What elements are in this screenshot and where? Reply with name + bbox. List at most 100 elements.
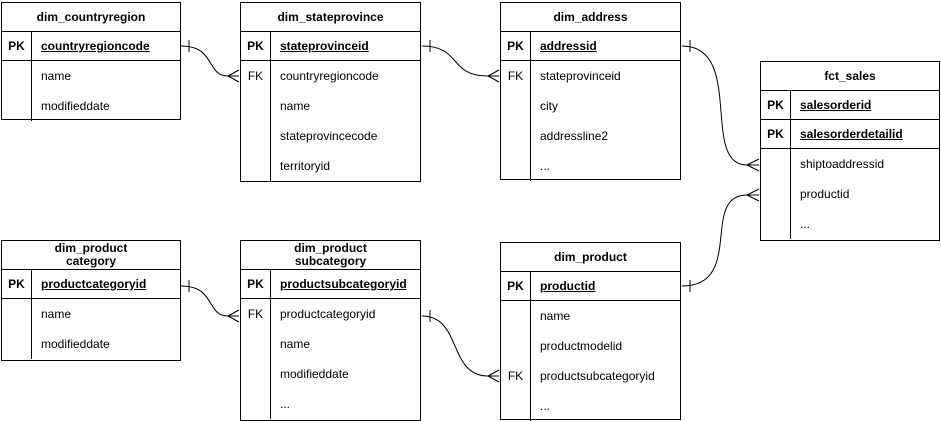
key-badge [241, 329, 271, 359]
table-row: PK salesorderid [761, 91, 939, 120]
field-name: addressline2 [540, 129, 609, 143]
table-row: ... [501, 391, 680, 421]
table-row: ... [241, 389, 420, 419]
field-name: addressid [540, 39, 597, 53]
field-name: shiptoaddressid [800, 157, 885, 171]
key-badge [761, 179, 791, 209]
table-title: fct_sales [761, 62, 939, 91]
crows-foot-icon [227, 69, 240, 83]
table-row: name [241, 329, 420, 359]
field-name: modifieddate [41, 99, 110, 113]
key-badge [241, 389, 271, 419]
field-name: productid [800, 187, 850, 201]
field-name: salesorderdetailid [800, 127, 903, 141]
field-name: modifieddate [41, 337, 110, 351]
table-row: PK productsubcategoryid [241, 270, 420, 299]
edge-curve [180, 45, 229, 77]
table-row: shiptoaddressid [761, 149, 939, 179]
table-fct-sales: fct_sales PK salesorderid PK salesorderd… [760, 61, 940, 241]
table-title: dim_countryregion [2, 3, 180, 32]
key-badge [2, 91, 32, 121]
field-name: ... [540, 399, 551, 413]
crows-foot-icon [227, 309, 240, 323]
table-row: modifieddate [2, 91, 180, 121]
table-row: name [501, 301, 680, 331]
table-row: name [2, 61, 180, 91]
relationship-product-fctsales [681, 188, 760, 292]
field-name: salesorderid [800, 98, 872, 112]
key-badge [2, 61, 32, 91]
table-title: dim_stateprovince [241, 3, 420, 32]
table-row: modifieddate [2, 329, 180, 359]
field-name: ... [800, 217, 811, 231]
key-badge [761, 149, 791, 179]
key-badge [241, 359, 271, 389]
table-row: PK productcategoryid [2, 270, 180, 299]
field-name: name [280, 99, 311, 113]
table-row: name [241, 91, 420, 121]
crows-foot-icon [746, 188, 760, 202]
key-badge: PK [761, 91, 791, 119]
table-row: PK stateprovinceid [241, 32, 420, 61]
key-badge: FK [241, 61, 271, 91]
field-name: productcategoryid [280, 307, 376, 321]
key-badge [501, 331, 531, 361]
relationship-address-fctsales [681, 40, 760, 172]
relationship-productsubcategory-product [421, 310, 500, 383]
table-row: ... [501, 151, 680, 181]
table-row: FK stateprovinceid [501, 61, 680, 91]
field-name: stateprovinceid [540, 69, 621, 83]
key-badge: PK [501, 32, 531, 60]
field-name: city [540, 99, 558, 113]
key-badge: PK [501, 272, 531, 300]
table-row: PK addressid [501, 32, 680, 61]
field-name: stateprovinceid [280, 39, 369, 53]
key-badge: PK [2, 270, 32, 298]
crows-foot-icon [487, 369, 500, 383]
field-name: name [41, 69, 72, 83]
key-badge: PK [2, 32, 32, 60]
field-name: ... [540, 159, 551, 173]
key-badge [2, 329, 32, 359]
relationship-stateprovince-address [421, 40, 500, 83]
field-name: ... [280, 397, 291, 411]
key-badge: PK [241, 32, 271, 60]
field-name: territoryid [280, 159, 331, 173]
key-badge [501, 91, 531, 121]
key-badge: PK [761, 120, 791, 148]
table-row: ... [761, 209, 939, 239]
field-name: name [41, 307, 72, 321]
relationship-productcategory-productsubcategory [180, 280, 240, 323]
table-row: productmodelid [501, 331, 680, 361]
table-row: PK salesorderdetailid [761, 120, 939, 149]
key-badge: FK [501, 61, 531, 91]
key-badge [501, 121, 531, 151]
table-row: FK countryregioncode [241, 61, 420, 91]
crows-foot-icon [487, 69, 500, 83]
field-name: stateprovincecode [280, 129, 378, 143]
table-dim-productcategory: dim_product category PK productcategoryi… [1, 240, 181, 361]
field-name: name [540, 309, 571, 323]
table-title: dim_product category [2, 241, 180, 270]
table-title: dim_product subcategory [241, 241, 420, 270]
key-badge [2, 299, 32, 329]
key-badge [241, 121, 271, 151]
field-name: countryregioncode [41, 39, 150, 53]
table-row: PK countryregioncode [2, 32, 180, 61]
table-row: name [2, 299, 180, 329]
table-dim-address: dim_address PK addressid FK stateprovinc… [500, 2, 681, 181]
edge-curve [421, 45, 489, 77]
key-badge [241, 151, 271, 181]
key-badge [761, 209, 791, 239]
table-dim-countryregion: dim_countryregion PK countryregioncode n… [1, 2, 181, 121]
field-name: productsubcategoryid [540, 369, 655, 383]
field-name: productsubcategoryid [280, 277, 407, 291]
key-badge [501, 301, 531, 331]
table-row: modifieddate [241, 359, 420, 389]
table-row: city [501, 91, 680, 121]
field-name: productmodelid [540, 339, 623, 353]
field-name: productid [540, 279, 596, 293]
table-title: dim_address [501, 3, 680, 32]
table-row: territoryid [241, 151, 420, 181]
